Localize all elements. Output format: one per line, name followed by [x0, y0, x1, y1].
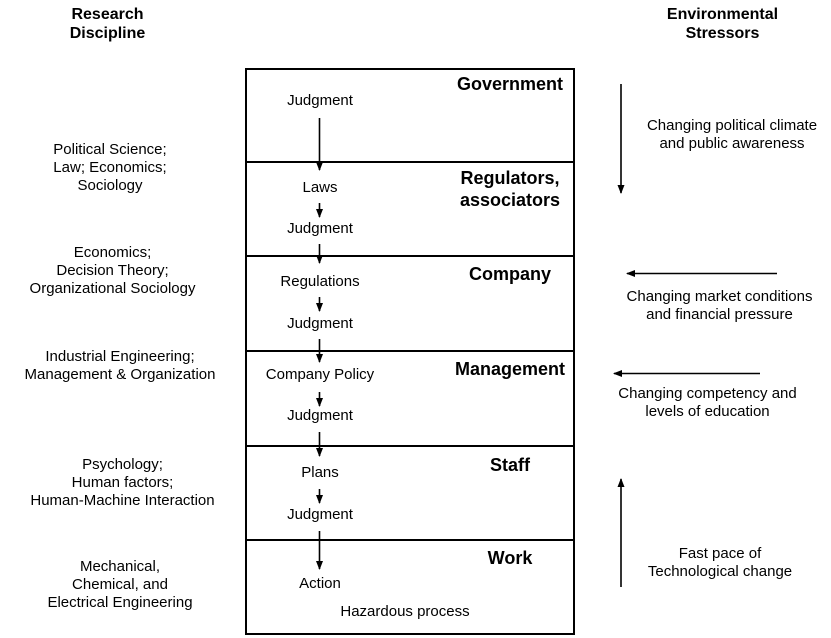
flow-label-plans: Plans [301, 464, 339, 481]
stressor-technological-change: Fast pace of Technological change [647, 545, 793, 580]
flow-label-judgment-4: Judgment [287, 407, 353, 424]
research-discipline-header: Research Discipline [20, 5, 195, 43]
flow-label-company-policy: Company Policy [265, 366, 375, 383]
level-divider [245, 350, 575, 352]
level-divider [245, 445, 575, 447]
level-divider [245, 161, 575, 163]
discipline-industrial-engineering: Industrial Engineering; Management & Org… [24, 348, 216, 383]
level-title-company: Company [468, 264, 551, 284]
level-divider [245, 255, 575, 257]
flow-label-action: Action [299, 575, 341, 592]
discipline-psychology: Psychology; Human factors; Human-Machine… [30, 456, 215, 509]
stressor-political-climate: Changing political climate and public aw… [646, 117, 818, 152]
stressor-market-conditions: Changing market conditions and financial… [626, 288, 813, 323]
header-line: Research [71, 6, 144, 23]
level-title-management: Management [454, 359, 566, 379]
discipline-political-science: Political Science; Law; Economics; Socio… [53, 141, 167, 194]
level-title-staff: Staff [490, 455, 530, 475]
header-line: Discipline [69, 25, 146, 42]
level-title-government: Government [456, 74, 564, 94]
flow-label-judgment-1: Judgment [287, 92, 353, 109]
discipline-economics: Economics; Decision Theory; Organization… [29, 244, 196, 297]
hazardous-process-label: Hazardous process [340, 603, 470, 620]
flow-label-judgment-2: Judgment [287, 220, 353, 237]
flow-label-judgment-5: Judgment [287, 506, 353, 523]
header-line: Stressors [685, 25, 760, 42]
stressor-competency: Changing competency and levels of educat… [618, 385, 797, 420]
environmental-stressors-header: Environmental Stressors [640, 5, 805, 43]
header-line: Environmental [666, 6, 779, 23]
level-divider [245, 539, 575, 541]
discipline-engineering: Mechanical, Chemical, and Electrical Eng… [47, 558, 193, 611]
level-title-regulators: Regulators, associators [459, 168, 561, 210]
flow-label-judgment-3: Judgment [287, 315, 353, 332]
flow-label-laws: Laws [302, 179, 338, 196]
level-title-work: Work [487, 548, 533, 568]
flow-label-regulations: Regulations [280, 273, 360, 290]
